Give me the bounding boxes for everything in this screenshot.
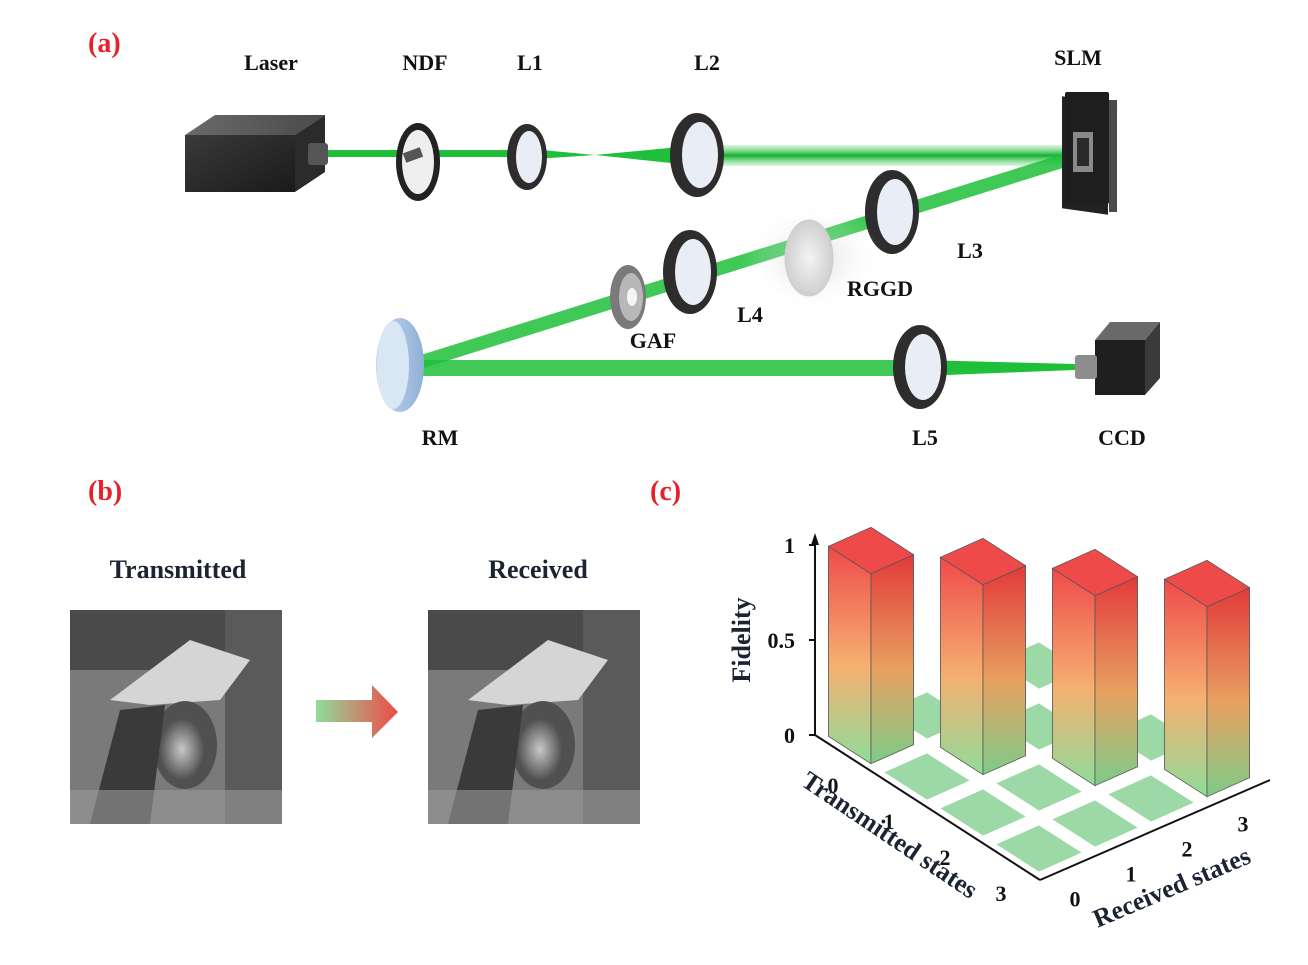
bar-t0-r0 — [827, 526, 915, 765]
label-rggd: RGGD — [847, 276, 913, 301]
bar-side-face — [1094, 576, 1138, 787]
panel-c-tag: (c) — [650, 476, 681, 507]
gaf-filter — [610, 265, 646, 329]
lens-l2 — [670, 113, 724, 197]
bar-front-face — [940, 556, 984, 776]
panel-a: (a) Laser NDF — [88, 28, 1160, 450]
y-tick-label: 0 — [1070, 887, 1081, 912]
rm-mirror — [376, 318, 424, 412]
panel-b: (b) Transmitted Received — [70, 476, 640, 824]
x-ticks: 0 1 2 3 — [828, 773, 1007, 906]
y-tick-label: 2 — [1182, 837, 1193, 862]
beam-rm-to-l5 — [405, 360, 920, 376]
received-image — [428, 610, 640, 824]
fidelity-bars — [827, 526, 1251, 798]
label-gaf: GAF — [630, 328, 676, 353]
label-slm: SLM — [1054, 45, 1102, 70]
bar-t2-r2 — [1051, 548, 1139, 787]
x-tick-label: 0 — [828, 773, 839, 798]
lens-l1 — [507, 124, 547, 190]
y-tick-label: 1 — [1126, 862, 1137, 887]
x-axis — [814, 734, 1041, 881]
transmitted-image — [70, 610, 282, 824]
bar-top-face — [1163, 559, 1251, 608]
z-ticks: 00.51 — [768, 533, 815, 748]
panel-a-tag: (a) — [88, 28, 121, 59]
bar-top-face — [827, 526, 915, 575]
z-tick-label: 1 — [784, 533, 795, 558]
tile-t3-r2 — [1108, 775, 1194, 822]
panel-b-tag: (b) — [88, 476, 122, 507]
x-tick-label: 1 — [884, 809, 895, 834]
lens-l5 — [893, 325, 947, 409]
transmitted-label: Transmitted — [110, 555, 247, 584]
beam-l2-to-slm — [700, 145, 1085, 166]
label-laser: Laser — [244, 50, 298, 75]
transfer-arrow — [316, 685, 398, 738]
label-rm: RM — [422, 425, 459, 450]
bar-top-face — [1051, 548, 1139, 597]
x-tick-label: 2 — [940, 845, 951, 870]
tile-t2-r1 — [996, 764, 1082, 811]
ccd-camera — [1075, 322, 1160, 395]
x-tick-label: 3 — [996, 881, 1007, 906]
bar-side-face — [982, 565, 1026, 776]
bar-side-face — [870, 554, 914, 765]
bar-side-face — [1206, 587, 1250, 798]
label-l1: L1 — [517, 50, 543, 75]
rggd-diffuser — [742, 203, 882, 313]
tile-t3-r1 — [1052, 800, 1138, 847]
z-tick-label: 0.5 — [768, 628, 796, 653]
lens-l3 — [865, 170, 919, 254]
y-axis — [1039, 779, 1271, 881]
bar-t1-r1 — [939, 537, 1027, 776]
laser-device — [185, 115, 328, 192]
beam-l5-to-ccd — [920, 360, 1075, 376]
tile-t1-r0 — [884, 753, 970, 800]
y-axis-label: Received states — [1089, 841, 1255, 933]
bar-front-face — [1052, 567, 1096, 787]
bar-t3-r3 — [1163, 559, 1251, 798]
z-axis-arrowhead — [811, 533, 819, 545]
label-ccd: CCD — [1098, 425, 1146, 450]
z-tick-label: 0 — [784, 723, 795, 748]
tile-t3-r0 — [996, 825, 1082, 872]
label-l2: L2 — [694, 50, 720, 75]
ndf-filter — [396, 123, 440, 201]
bar-top-face — [939, 537, 1027, 586]
label-ndf: NDF — [402, 50, 447, 75]
label-l5: L5 — [912, 425, 938, 450]
received-label: Received — [488, 555, 588, 584]
z-axis-label: Fidelity — [727, 597, 756, 682]
label-l4: L4 — [737, 302, 763, 327]
bar-front-face — [828, 545, 872, 765]
slm-device — [1062, 92, 1118, 215]
label-l3: L3 — [957, 238, 983, 263]
y-ticks: 0 1 2 3 — [1070, 812, 1249, 912]
tile-t2-r0 — [940, 789, 1026, 836]
zero-tiles — [884, 642, 1194, 872]
lens-l4 — [663, 230, 717, 314]
y-tick-label: 3 — [1238, 812, 1249, 837]
bar-front-face — [1164, 578, 1208, 798]
